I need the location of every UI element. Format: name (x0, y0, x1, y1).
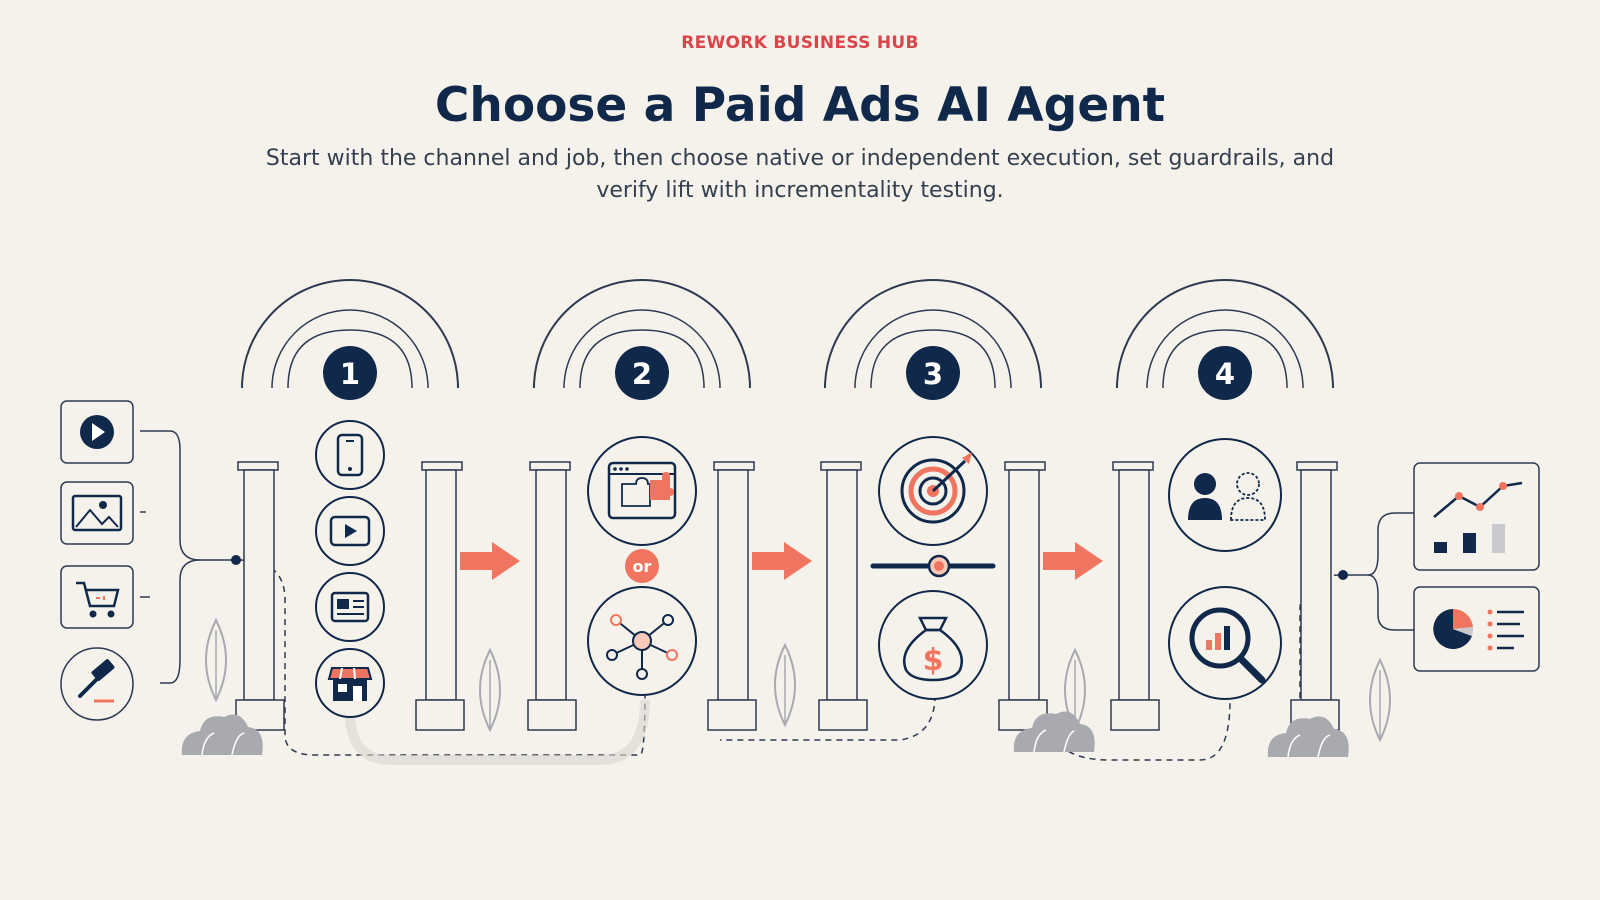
brand-label: REWORK BUSINESS HUB (681, 33, 919, 53)
ground-path (345, 699, 650, 765)
connector-node (1338, 570, 1348, 580)
leaf-plant (1369, 659, 1391, 741)
ground-path (720, 694, 936, 741)
arrow-icon (752, 542, 812, 580)
video-icon (315, 496, 385, 566)
input-connector (160, 559, 201, 684)
step-badge-2: 2 (615, 346, 669, 400)
step-number-4: 4 (1215, 357, 1235, 391)
pie-report-icon (1413, 586, 1540, 672)
auction-gavel-icon (60, 647, 134, 721)
shopping-cart-icon (60, 565, 134, 629)
budget-slider-icon (870, 554, 996, 578)
step-number-2: 2 (632, 357, 652, 391)
platform-puzzle-icon (587, 436, 697, 546)
step-badge-3: 3 (906, 346, 960, 400)
page-subtitle: Start with the channel and job, then cho… (265, 146, 1335, 203)
audience-icon (1168, 438, 1282, 552)
arrow-icon (460, 542, 520, 580)
dollar-glyph: $ (923, 643, 944, 678)
step-number-1: 1 (340, 357, 360, 391)
mobile-icon (315, 420, 385, 490)
connector-node (231, 555, 241, 565)
leaf-plant (479, 649, 501, 731)
news-feed-icon (315, 572, 385, 642)
output-connector (1344, 512, 1418, 576)
input-connector (140, 430, 236, 561)
money-bag-icon: $ (878, 590, 988, 700)
output-connector (1367, 574, 1418, 631)
ground-path (1059, 699, 1231, 761)
target-icon (878, 436, 988, 546)
page-title: Choose a Paid Ads AI Agent (434, 78, 1166, 133)
or-connector: or (625, 549, 659, 583)
leaf-plant (774, 644, 796, 726)
analytics-magnifier-icon (1168, 586, 1282, 700)
or-label: or (633, 557, 652, 576)
step-badge-4: 4 (1198, 346, 1252, 400)
video-ad-icon (60, 400, 134, 464)
step-number-3: 3 (923, 357, 943, 391)
leaf-plant (205, 619, 227, 701)
arrow-icon (1043, 542, 1103, 580)
storefront-icon (315, 648, 385, 718)
step-badge-1: 1 (323, 346, 377, 400)
image-ad-icon (60, 481, 134, 545)
trend-chart-icon (1413, 462, 1540, 571)
network-hub-icon (587, 586, 697, 696)
